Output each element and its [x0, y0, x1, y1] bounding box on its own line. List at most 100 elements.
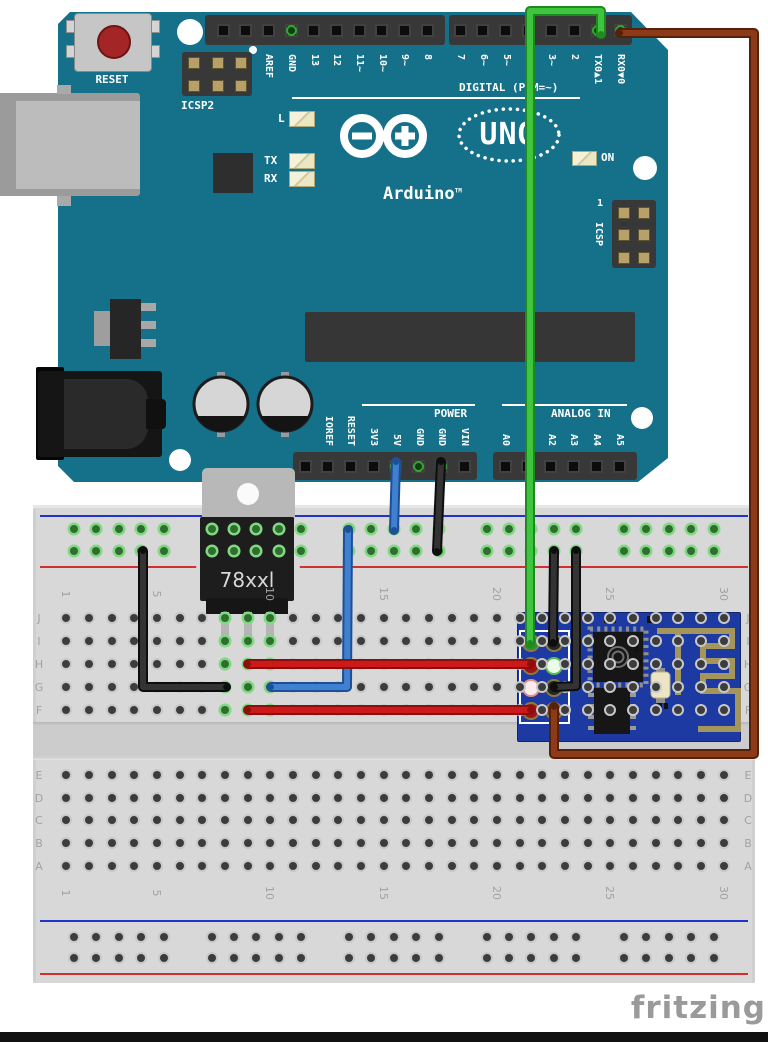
- breadboard-hole[interactable]: [130, 816, 139, 824]
- breadboard-hole[interactable]: [379, 839, 388, 847]
- breadboard-hole[interactable]: [221, 794, 229, 802]
- breadboard-hole[interactable]: [379, 794, 388, 802]
- breadboard-hole[interactable]: [311, 839, 320, 847]
- rail-hole[interactable]: [114, 525, 123, 533]
- breadboard-hole[interactable]: [266, 862, 275, 870]
- breadboard-hole[interactable]: [175, 862, 184, 870]
- rail-hole[interactable]: [274, 933, 283, 941]
- breadboard-hole[interactable]: [515, 614, 524, 622]
- breadboard-hole[interactable]: [560, 614, 569, 622]
- breadboard-hole[interactable]: [606, 862, 615, 870]
- breadboard-hole[interactable]: [696, 771, 705, 779]
- breadboard-hole[interactable]: [515, 771, 524, 779]
- breadboard-hole[interactable]: [696, 816, 705, 824]
- breadboard-hole[interactable]: [175, 637, 184, 645]
- breadboard-hole[interactable]: [130, 839, 139, 847]
- breadboard-hole[interactable]: [198, 816, 207, 824]
- rail-hole[interactable]: [482, 933, 491, 941]
- icsp-pin[interactable]: [618, 207, 630, 219]
- breadboard-hole[interactable]: [175, 794, 184, 802]
- breadboard-hole[interactable]: [107, 683, 116, 691]
- breadboard-hole[interactable]: [651, 816, 660, 824]
- breadboard-hole[interactable]: [62, 614, 71, 622]
- breadboard-hole[interactable]: [492, 794, 501, 802]
- breadboard-hole[interactable]: [357, 794, 365, 802]
- breadboard-hole[interactable]: [221, 614, 229, 622]
- rail-hole[interactable]: [434, 954, 443, 962]
- esp8266-module[interactable]: [517, 612, 741, 742]
- breadboard-hole[interactable]: [470, 771, 479, 779]
- rail-hole[interactable]: [92, 525, 101, 533]
- breadboard-hole[interactable]: [719, 771, 728, 779]
- breadboard-hole[interactable]: [289, 660, 297, 668]
- breadboard-hole[interactable]: [357, 706, 365, 714]
- breadboard-hole[interactable]: [402, 862, 411, 870]
- breadboard-hole[interactable]: [379, 706, 388, 714]
- breadboard-hole[interactable]: [402, 771, 411, 779]
- rail-hole[interactable]: [252, 547, 261, 555]
- breadboard-hole[interactable]: [492, 637, 501, 645]
- breadboard-hole[interactable]: [583, 816, 592, 824]
- breadboard-hole[interactable]: [696, 839, 705, 847]
- breadboard-hole[interactable]: [628, 839, 637, 847]
- breadboard-hole[interactable]: [130, 706, 139, 714]
- breadboard-hole[interactable]: [107, 637, 116, 645]
- breadboard-hole[interactable]: [674, 771, 683, 779]
- breadboard-hole[interactable]: [628, 614, 637, 622]
- rail-hole[interactable]: [434, 547, 443, 555]
- rail-hole[interactable]: [159, 933, 168, 941]
- breadboard-hole[interactable]: [447, 794, 456, 802]
- breadboard-hole[interactable]: [311, 862, 320, 870]
- breadboard-hole[interactable]: [357, 637, 365, 645]
- breadboard-hole[interactable]: [334, 816, 343, 824]
- rail-hole[interactable]: [549, 525, 558, 533]
- breadboard-hole[interactable]: [311, 683, 320, 691]
- breadboard-hole[interactable]: [674, 839, 683, 847]
- header-pin[interactable]: [216, 23, 230, 37]
- breadboard-hole[interactable]: [447, 862, 456, 870]
- breadboard-hole[interactable]: [538, 816, 547, 824]
- breadboard-hole[interactable]: [266, 771, 275, 779]
- rail-hole[interactable]: [412, 525, 421, 533]
- rail-hole[interactable]: [345, 547, 353, 555]
- icsp-pin[interactable]: [638, 229, 650, 241]
- breadboard-hole[interactable]: [379, 816, 388, 824]
- breadboard-hole[interactable]: [560, 637, 569, 645]
- rail-hole[interactable]: [664, 954, 673, 962]
- breadboard-hole[interactable]: [379, 614, 388, 622]
- breadboard-hole[interactable]: [243, 683, 252, 691]
- rail-hole[interactable]: [297, 954, 306, 962]
- rail-hole[interactable]: [572, 954, 581, 962]
- rail-hole[interactable]: [482, 525, 491, 533]
- breadboard-hole[interactable]: [583, 683, 592, 691]
- header-pin[interactable]: [567, 23, 581, 37]
- rail-hole[interactable]: [709, 933, 718, 941]
- breadboard-hole[interactable]: [696, 637, 705, 645]
- header-pin[interactable]: [612, 459, 626, 473]
- breadboard-hole[interactable]: [107, 862, 116, 870]
- breadboard-hole[interactable]: [289, 862, 297, 870]
- breadboard-hole[interactable]: [719, 637, 728, 645]
- rail-hole[interactable]: [159, 547, 168, 555]
- breadboard-hole[interactable]: [628, 771, 637, 779]
- breadboard-hole[interactable]: [221, 771, 229, 779]
- rail-hole[interactable]: [687, 954, 696, 962]
- breadboard-hole[interactable]: [470, 637, 479, 645]
- breadboard-hole[interactable]: [651, 637, 660, 645]
- rail-hole[interactable]: [620, 547, 628, 555]
- breadboard-hole[interactable]: [266, 794, 275, 802]
- breadboard-hole[interactable]: [266, 839, 275, 847]
- breadboard-hole[interactable]: [696, 660, 705, 668]
- breadboard-hole[interactable]: [560, 862, 569, 870]
- rail-hole[interactable]: [664, 525, 673, 533]
- breadboard-hole[interactable]: [107, 614, 116, 622]
- reset-button-cap[interactable]: [97, 25, 131, 59]
- breadboard-hole[interactable]: [425, 614, 433, 622]
- breadboard-hole[interactable]: [62, 660, 71, 668]
- rail-hole[interactable]: [620, 933, 628, 941]
- breadboard-hole[interactable]: [311, 706, 320, 714]
- breadboard-hole[interactable]: [198, 862, 207, 870]
- breadboard-hole[interactable]: [538, 862, 547, 870]
- breadboard-hole[interactable]: [357, 660, 365, 668]
- breadboard-hole[interactable]: [492, 862, 501, 870]
